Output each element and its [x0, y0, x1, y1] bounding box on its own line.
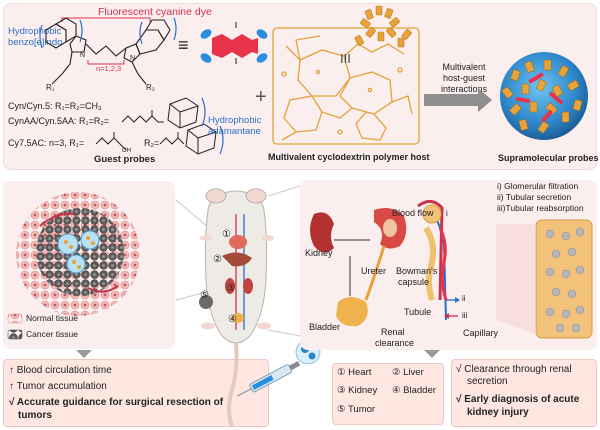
- process-iii-marker: iii: [462, 311, 468, 320]
- interactions-line3: interactions: [440, 84, 488, 94]
- process-glomerular: i) Glomerular filtration: [497, 181, 579, 191]
- outcome-aki-line1: √ Early diagnosis of acute: [456, 394, 580, 405]
- marker-tumor: ⑤: [200, 290, 209, 301]
- r1-label: R₁: [46, 83, 55, 92]
- top-panel: [3, 3, 597, 170]
- capillary-label: Capillary: [463, 328, 499, 338]
- cancer-tissue-label: Cancer tissue: [26, 329, 78, 339]
- hydrophobic-adamantane-line1: Hydrophobic: [208, 115, 262, 126]
- normal-tissue-label: Normal tissue: [26, 313, 78, 323]
- bladder-label: Bladder: [309, 322, 341, 332]
- renal-line1: Renal: [381, 327, 405, 337]
- legend-tumor: ⑤ Tumor: [337, 404, 376, 415]
- probe-line-3: Cy7.5AC: n=3, R₁=: [8, 138, 85, 148]
- renal-line2: clearance: [375, 338, 415, 348]
- interactions-line2: host-guest: [442, 73, 486, 83]
- outcome-aki-line2: kidney injury: [467, 407, 529, 418]
- outcome-surgical-guidance-line2: tumors: [18, 410, 52, 421]
- r2-label: R₂: [146, 83, 155, 92]
- legend-liver: ② Liver: [392, 367, 424, 378]
- tumor-outcomes-box: [3, 359, 269, 427]
- organ-legend-box: [332, 363, 444, 425]
- n-label: n=1,2,3: [96, 64, 122, 73]
- supramolecular-title: Supramolecular probes: [498, 153, 599, 163]
- guest-probes-title: Guest probes: [94, 154, 156, 165]
- legend-kidney: ③ Kidney: [337, 385, 378, 396]
- marker-kidney: ③: [226, 283, 235, 294]
- bowman-line2: capsule: [398, 277, 430, 287]
- outcome-renal-clearance-line2: secretion: [467, 376, 508, 387]
- outcome-blood-circulation: ↑ Blood circulation time: [9, 365, 112, 376]
- marker-bladder: ④: [228, 314, 237, 325]
- triple-symbol: III: [340, 51, 351, 66]
- hydrophobic-benzo-line2: benzo[e]indo: [8, 37, 63, 48]
- bowman-line1: Bowman's: [396, 266, 438, 276]
- plus-symbol: +: [255, 86, 267, 108]
- outcome-renal-clearance-line1: √ Clearance through renal: [456, 364, 572, 375]
- probe-line-3-r2: R₂=: [144, 138, 160, 148]
- hydrophobic-adamantane-line2: adamantane: [208, 126, 261, 137]
- marker-liver: ②: [213, 254, 222, 265]
- process-ii-marker: ii: [462, 294, 466, 303]
- polymer-host-title: Multivalent cyclodextrin polymer host: [268, 152, 430, 162]
- process-i-marker: i: [446, 209, 448, 218]
- probe-line-2: CynAA/Cyn.5AA: R₁=R₂=: [8, 116, 110, 126]
- marker-heart: ①: [222, 229, 231, 240]
- process-tubular-secretion: ii) Tubular secretion: [497, 192, 572, 202]
- kidney-label: Kidney: [305, 248, 333, 258]
- svg-text:N: N: [130, 55, 135, 62]
- outcome-tumor-accumulation: ↑ Tumor accumulation: [9, 381, 107, 392]
- dye-label: Fluorescent cyanine dye: [98, 6, 212, 18]
- hydrophobic-benzo-line1: Hydrophobic: [8, 26, 62, 37]
- svg-text:N: N: [80, 52, 85, 59]
- ureter-label: Ureter: [361, 266, 387, 276]
- outcome-surgical-guidance-line1: √ Accurate guidance for surgical resecti…: [9, 397, 224, 408]
- kidney-outcomes-box: [451, 359, 597, 427]
- equiv-symbol: ≡: [178, 35, 189, 55]
- tubule-label: Tubule: [404, 307, 432, 317]
- legend-bladder: ④ Bladder: [392, 385, 436, 396]
- blood-flow-label: Blood flow: [392, 208, 434, 218]
- probe-line-1: Cyn/Cyn.5: R₁=R₂=CH₃: [8, 101, 102, 111]
- svg-text:OH: OH: [122, 148, 131, 154]
- legend-heart: ① Heart: [337, 367, 372, 378]
- process-tubular-reabsorption: iii)Tubular reabsorption: [497, 203, 584, 213]
- interactions-line1: Multivalent: [442, 62, 486, 72]
